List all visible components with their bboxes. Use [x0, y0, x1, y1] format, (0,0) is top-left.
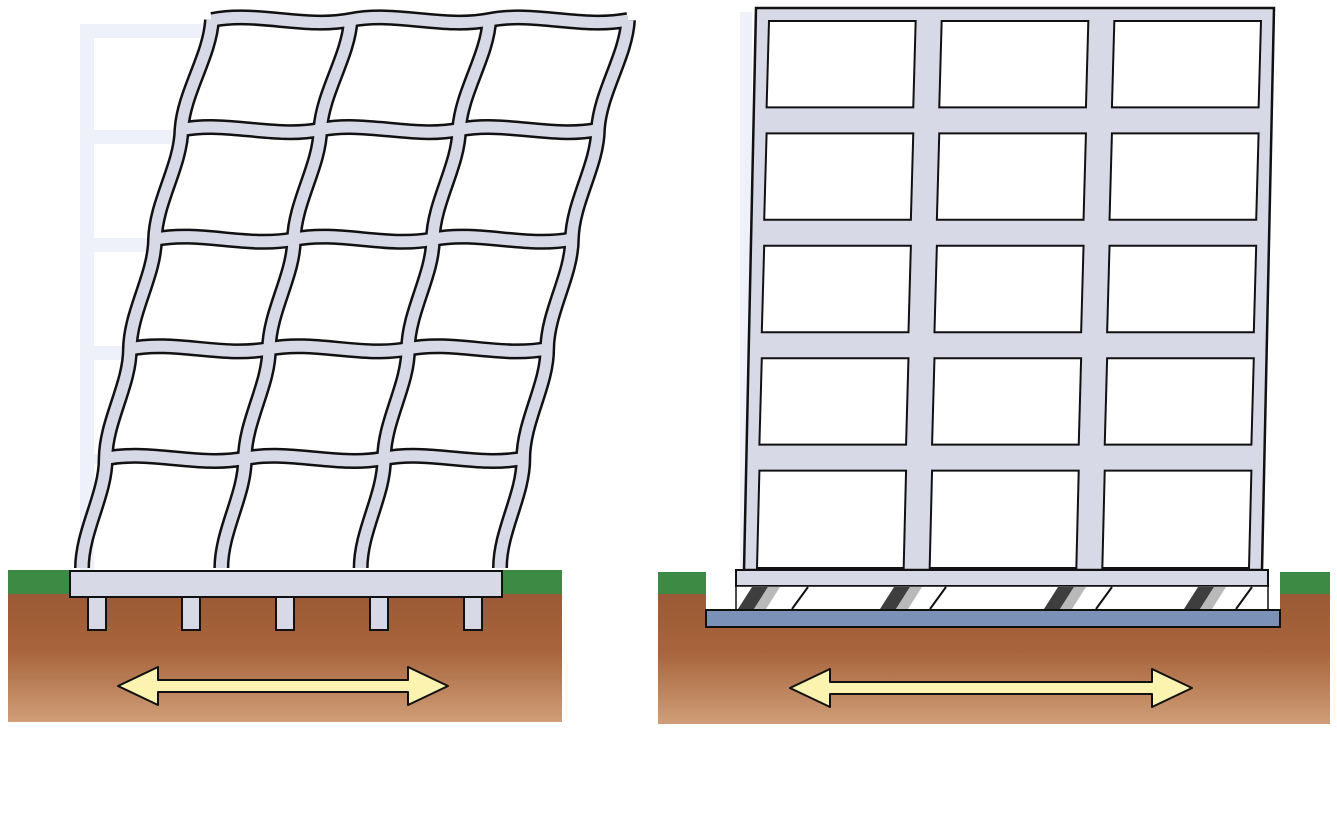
left-ground-motion-arrow-icon	[117, 666, 449, 706]
left-frame-beam-3	[128, 340, 549, 357]
isolator-bearing-2	[880, 587, 922, 609]
window-r4-c1	[758, 357, 910, 446]
window-r4-c2	[931, 357, 1083, 446]
left-frame-column-2	[355, 19, 495, 569]
isolation-plate	[705, 609, 1281, 628]
window-r4-c3	[1103, 357, 1255, 446]
window-r3-c1	[760, 244, 912, 334]
window-r2-c2	[935, 132, 1087, 221]
window-r1-c1	[765, 20, 917, 109]
window-r1-c3	[1110, 20, 1263, 109]
base-isolators	[735, 585, 1269, 611]
window-r5-c1	[755, 469, 908, 569]
left-foundation-slab	[69, 570, 503, 598]
pile-4	[369, 596, 389, 631]
left-frame-column-0	[76, 19, 218, 569]
left-frame-beam-4	[104, 450, 525, 467]
rigid-frame	[742, 6, 1276, 572]
isolation-gap	[736, 586, 1268, 610]
pile-3	[275, 596, 295, 631]
pile-2	[181, 596, 201, 631]
left-frame-column-1	[215, 19, 357, 569]
window-r3-c2	[933, 244, 1085, 334]
gap-hatch-1	[791, 586, 809, 610]
isolator-bearing-4	[1184, 587, 1226, 609]
left-panel	[8, 9, 636, 722]
ghost-building-outline	[80, 24, 220, 572]
right-ground-motion-arrow-icon	[789, 668, 1193, 708]
gap-hatch-3	[1095, 586, 1113, 610]
pile-5	[463, 596, 483, 631]
right-grass-left	[658, 572, 706, 596]
foundation-piles	[87, 596, 483, 631]
window-r1-c2	[938, 20, 1090, 109]
window-r5-c3	[1101, 469, 1253, 569]
right-grass-right	[1280, 572, 1330, 596]
pile-1	[87, 596, 107, 631]
building-base-slab	[735, 569, 1269, 587]
window-r3-c3	[1106, 244, 1258, 334]
left-frame-beam-0	[210, 11, 630, 29]
gap-hatch-2	[929, 586, 947, 610]
right-panel	[658, 6, 1330, 724]
isolator-bearing-1	[738, 587, 780, 609]
window-r5-c2	[928, 469, 1080, 569]
gap-hatch-4	[1235, 586, 1253, 610]
left-frame-beam-2	[153, 231, 573, 248]
left-frame-column-3	[494, 19, 634, 569]
window-r2-c3	[1108, 132, 1260, 221]
isolator-bearing-3	[1044, 587, 1086, 609]
deformed-frame	[74, 9, 636, 569]
window-r2-c1	[763, 132, 915, 221]
left-frame-beam-1	[180, 121, 599, 138]
